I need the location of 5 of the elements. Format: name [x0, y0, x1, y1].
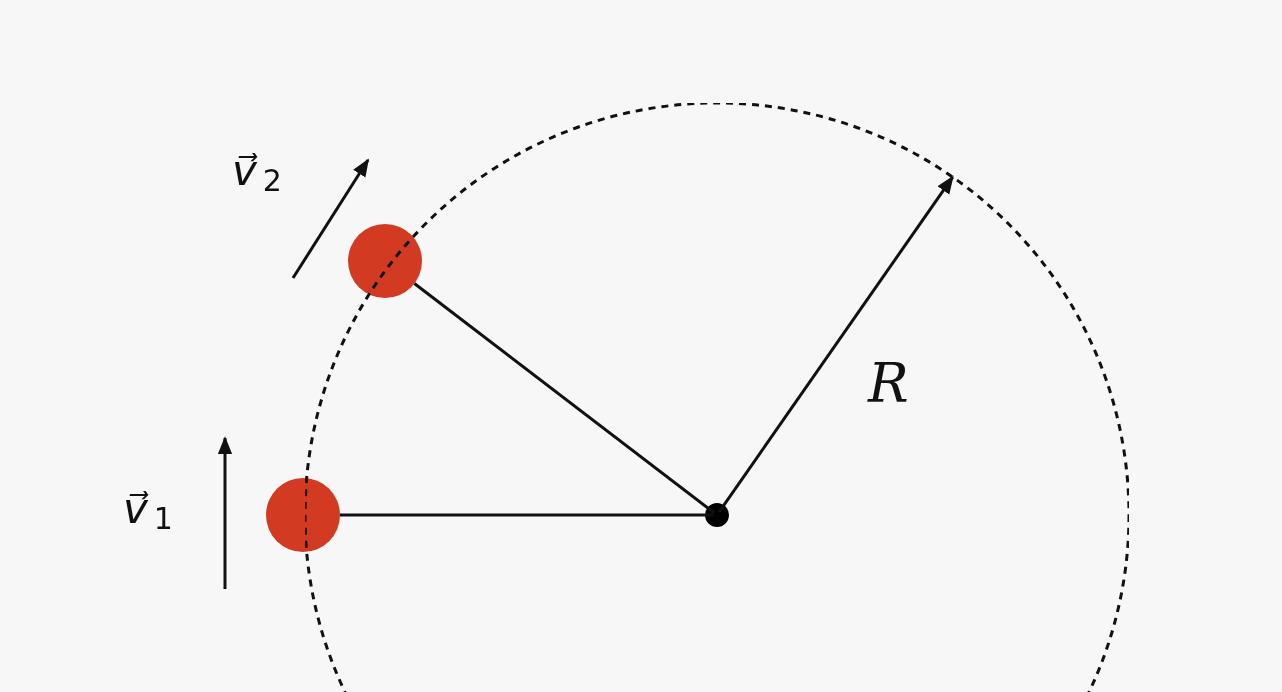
velocity-label: v⃗$_{2}$ — [232, 150, 282, 196]
radius-arrow — [717, 175, 954, 513]
radius-line — [413, 282, 716, 514]
velocity-label: v⃗$_{1}$ — [123, 488, 173, 534]
radius-line — [340, 513, 714, 517]
